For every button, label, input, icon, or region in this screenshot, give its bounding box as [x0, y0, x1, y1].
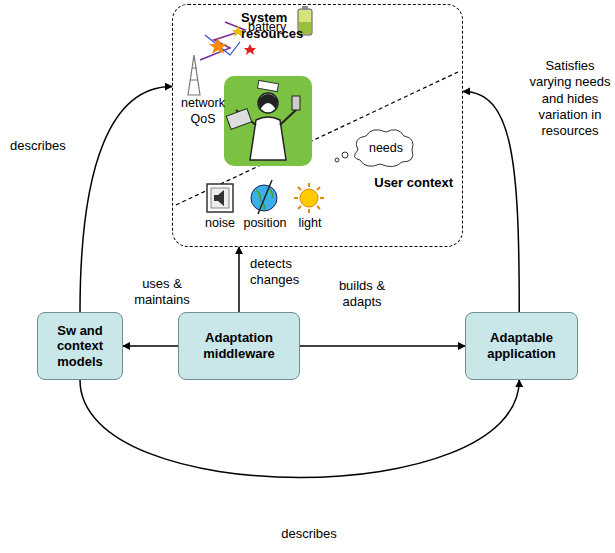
icon-label: light [294, 216, 326, 232]
edge-label: describes [262, 526, 356, 542]
application-box: Adaptable application [465, 312, 578, 380]
sun-icon [294, 183, 324, 213]
icon-label: needs [364, 141, 408, 157]
connector-arrow [300, 345, 465, 347]
edge-label: builds & adapts [330, 278, 394, 311]
icon-label: battery [248, 20, 296, 36]
thought-dot [335, 158, 339, 162]
middleware-box: Adaptation middleware [178, 312, 300, 380]
box-label: Adaptation middleware [179, 326, 299, 365]
speaker-icon [207, 184, 233, 212]
edge-label: uses & maintains [128, 276, 196, 309]
section-heading: User context [369, 175, 453, 191]
user-figure [224, 76, 312, 166]
model-box: Sw and context models [37, 312, 123, 380]
globe-icon [251, 180, 277, 214]
thought-cloud [354, 130, 413, 167]
edge-label: describes [8, 138, 74, 154]
context-region: System resourcesUser context [172, 4, 463, 247]
connector-arrow [80, 380, 519, 478]
edge-label: Satisfies varying needs and hides variat… [526, 58, 614, 139]
edge-label: detects changes [248, 256, 314, 289]
connector-arrow [463, 91, 519, 312]
icon-label: noise [202, 216, 238, 232]
icon-label: network QoS [174, 96, 232, 127]
box-label: Adaptable application [466, 326, 577, 365]
connector-arrow [238, 247, 240, 312]
thought-dot [342, 152, 348, 158]
connector-arrow [123, 345, 178, 347]
icon-label: position [240, 216, 290, 232]
box-label: Sw and context models [38, 319, 122, 374]
